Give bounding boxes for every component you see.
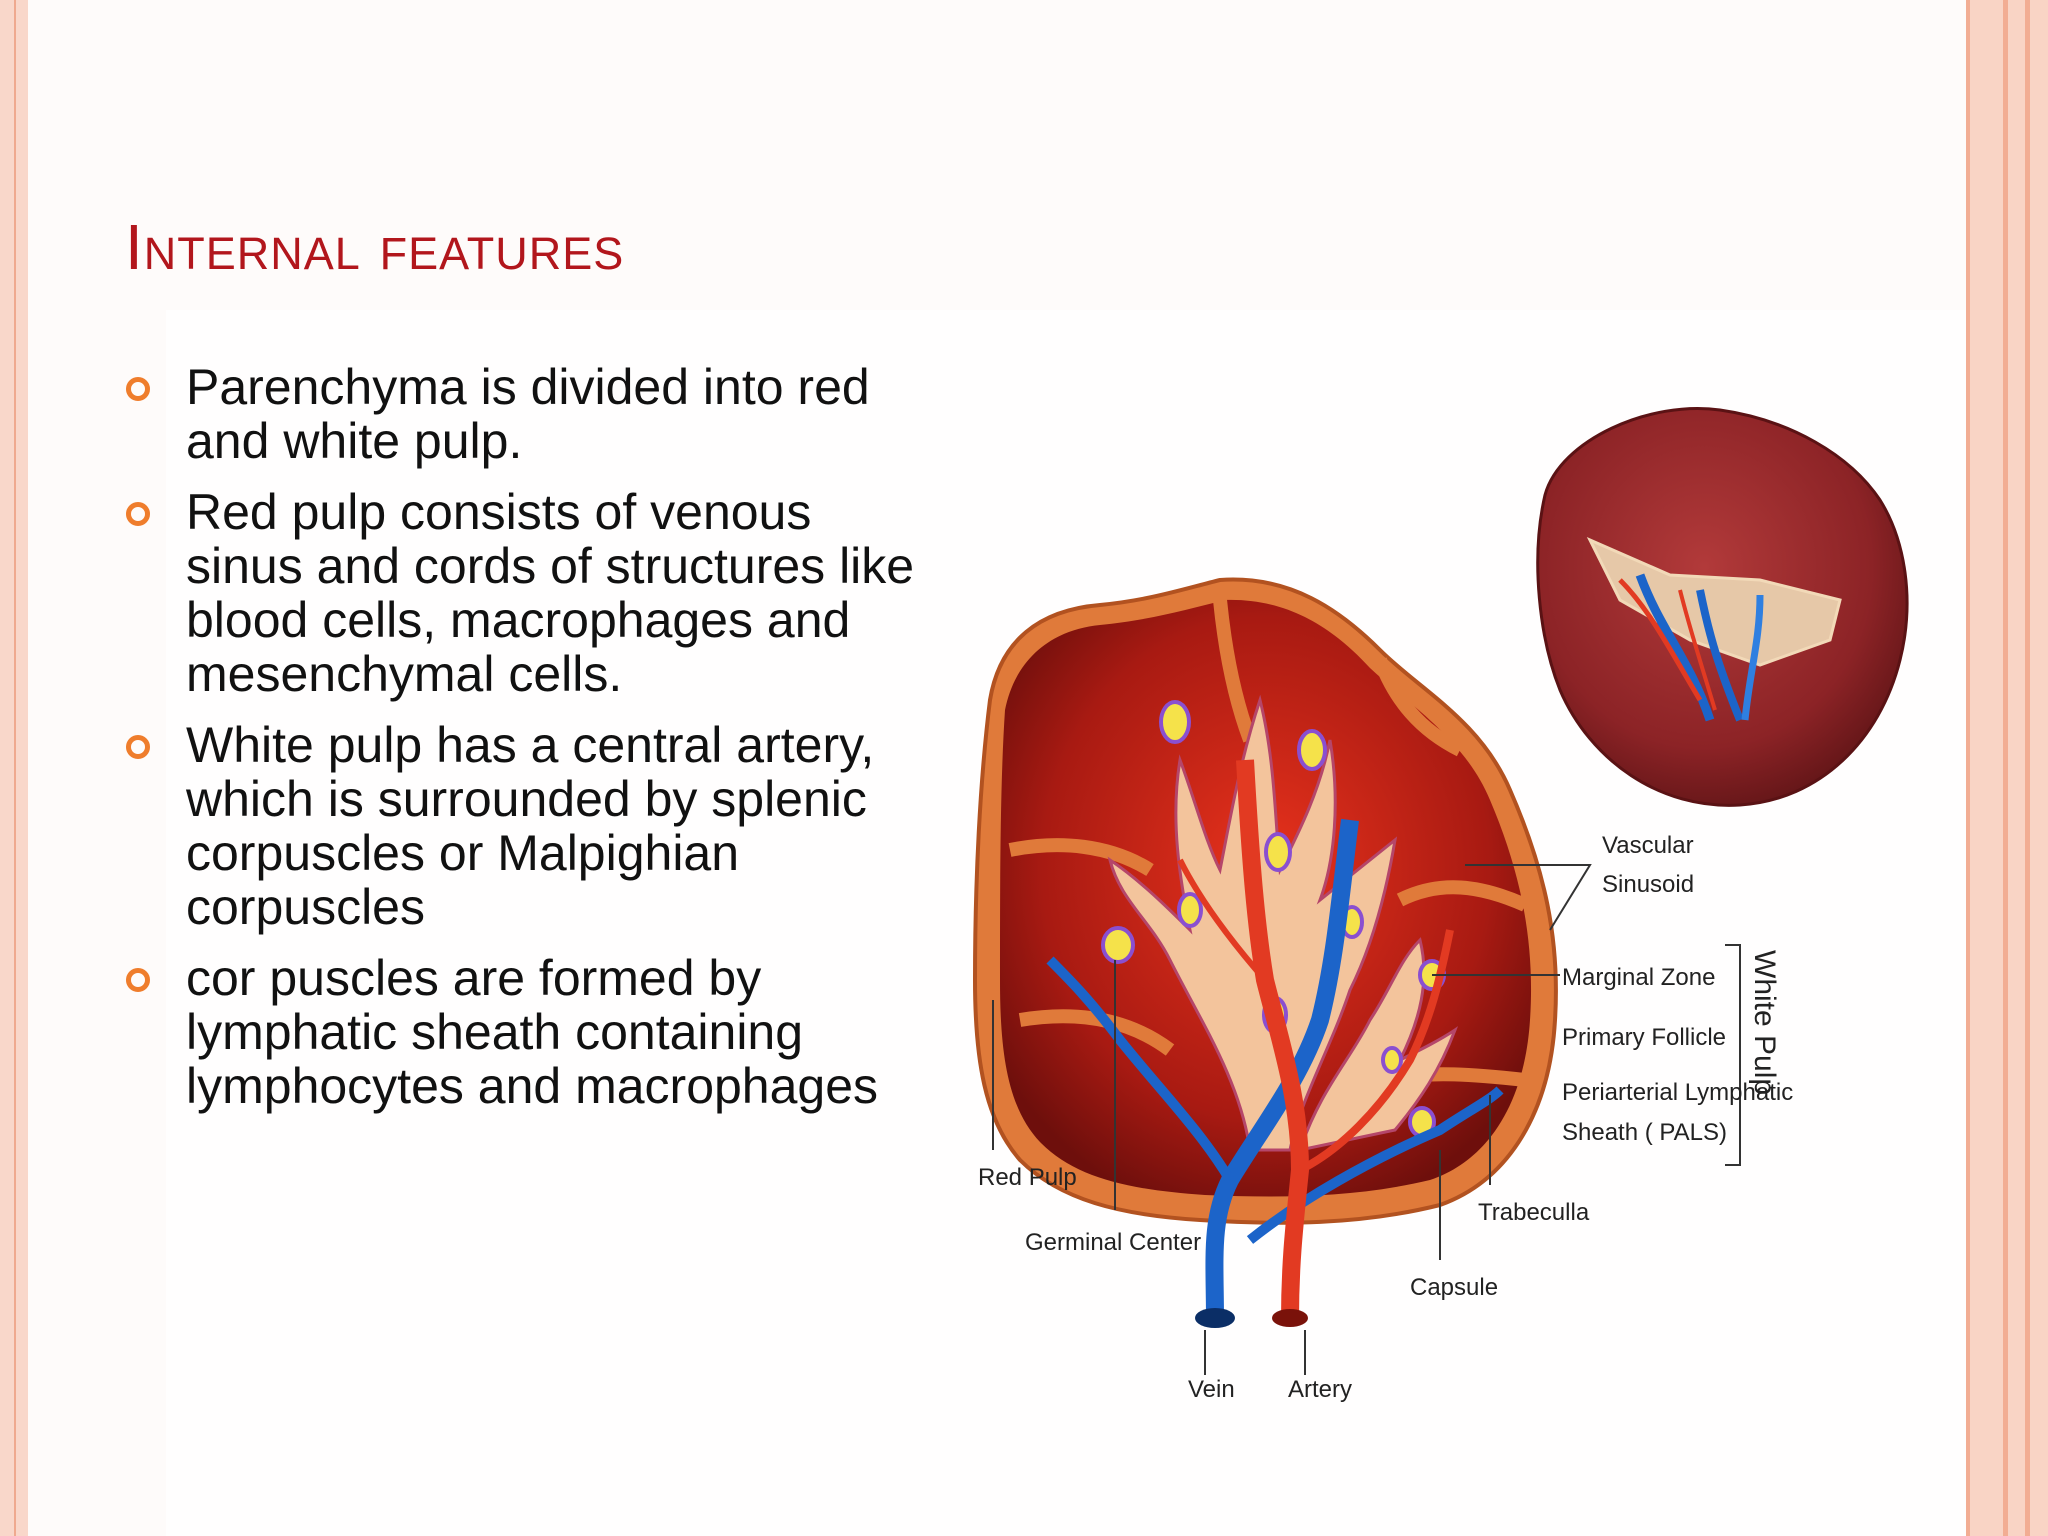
label-primary-follicle: Primary Follicle <box>1562 1024 1726 1051</box>
bullet-item: cor puscles are formed by lymphatic shea… <box>125 951 925 1113</box>
label-pals-line1: Periarterial Lymphatic <box>1562 1079 1793 1106</box>
spleen-overview-icon <box>1536 407 1909 807</box>
bullet-text: White pulp has a central artery, which i… <box>186 717 875 935</box>
label-vascular: Vascular <box>1602 832 1694 859</box>
frame-left-line <box>14 0 16 1536</box>
label-pals-line2: Sheath ( PALS) <box>1562 1119 1727 1146</box>
bullet-item: Parenchyma is divided into red and white… <box>125 360 925 468</box>
label-red-pulp: Red Pulp <box>978 1164 1077 1191</box>
bullet-text: Parenchyma is divided into red and white… <box>186 359 870 469</box>
bullet-circle-icon <box>126 502 150 526</box>
label-artery: Artery <box>1288 1376 1352 1403</box>
bullet-item: White pulp has a central artery, which i… <box>125 718 925 934</box>
bullet-item: Red pulp consists of venous sinus and co… <box>125 485 925 701</box>
label-germinal-center: Germinal Center <box>1025 1229 1201 1256</box>
label-capsule: Capsule <box>1410 1274 1498 1301</box>
label-white-pulp: White Pulp <box>1748 950 1781 1095</box>
slide-title: Internal features <box>125 211 625 283</box>
bullet-circle-icon <box>126 968 150 992</box>
frame-right-line <box>1965 0 1970 1536</box>
spleen-section-illustration <box>972 577 1741 1375</box>
bullet-text: Red pulp consists of venous sinus and co… <box>186 484 915 702</box>
bullet-list: Parenchyma is divided into red and white… <box>125 360 925 1130</box>
label-trabecula: Trabeculla <box>1478 1199 1590 1226</box>
spleen-diagram: Vascular Sinusoid Marginal Zone Primary … <box>955 395 1935 1415</box>
bullet-circle-icon <box>126 377 150 401</box>
bullet-text: cor puscles are formed by lymphatic shea… <box>186 950 879 1114</box>
bullet-circle-icon <box>126 735 150 759</box>
frame-right-line <box>2003 0 2008 1536</box>
frame-right-line <box>2025 0 2030 1536</box>
label-marginal-zone: Marginal Zone <box>1562 964 1715 991</box>
label-sinusoid: Sinusoid <box>1602 871 1694 898</box>
label-vein: Vein <box>1188 1376 1235 1403</box>
